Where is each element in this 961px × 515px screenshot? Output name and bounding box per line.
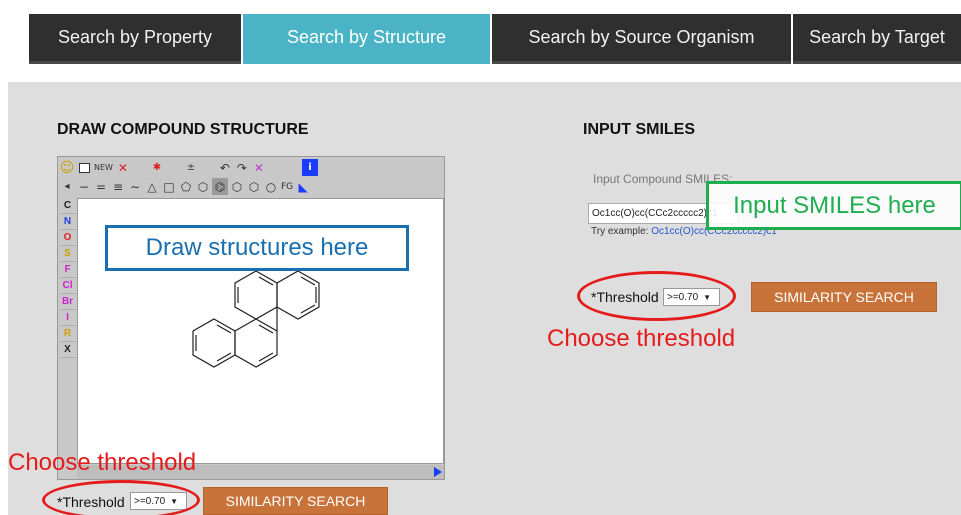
threshold-highlight-ellipse (577, 271, 736, 321)
element-button[interactable]: R (59, 326, 76, 342)
try-example: Try example: Oc1cc(O)cc(CCc2ccccc2)c1 (591, 226, 777, 237)
tab-search-by-target[interactable]: Search by Target (793, 14, 961, 64)
structure-editor: ☺ NEW ✕ ✱ ± ↶ ↷ ✕ i ◂ − = ≡ ∼ △ □ ⬠ ⬡ ⌬ (57, 156, 445, 480)
element-button[interactable]: Br (59, 294, 76, 310)
clear-icon[interactable]: ✕ (253, 160, 264, 175)
select-box-icon[interactable] (76, 159, 92, 176)
input-smiles-heading: INPUT SMILES (583, 121, 696, 138)
delete-r-group-icon[interactable]: ✱ (152, 162, 162, 173)
search-tabs: Search by Property Search by Structure S… (29, 14, 961, 64)
draw-structures-annotation: Draw structures here (105, 225, 409, 271)
smiles-input-label: Input Compound SMILES: (593, 172, 733, 186)
benzene-ring-icon[interactable]: ⌬ (212, 178, 228, 195)
info-icon[interactable]: i (301, 159, 318, 176)
chain-icon[interactable]: ∼ (129, 179, 141, 194)
element-button[interactable]: O (59, 230, 76, 246)
template-icon[interactable]: ◣ (298, 179, 308, 194)
charge-icon[interactable]: ± (186, 162, 196, 173)
element-button[interactable]: X (59, 342, 76, 358)
choose-threshold-annotation-right: Choose threshold (547, 325, 736, 352)
spacer-icon (268, 159, 284, 176)
element-button[interactable]: I (59, 310, 76, 326)
editor-toolbar-bonds: ◂ − = ≡ ∼ △ □ ⬠ ⬡ ⌬ ⬡ ⬡ ○ FG ◣ (59, 177, 311, 196)
try-example-label: Try example: (591, 226, 649, 237)
undo-icon[interactable]: ↶ (219, 160, 230, 175)
delete-icon[interactable]: ✕ (117, 160, 128, 175)
redo-icon[interactable]: ↷ (236, 160, 247, 175)
square-ring-icon[interactable]: □ (163, 179, 175, 194)
heptagon-ring-icon[interactable]: ⬡ (231, 179, 243, 194)
spacer-icon (285, 159, 301, 176)
chrysene-structure (192, 270, 320, 368)
editor-toolbar-top: ☺ NEW ✕ ✱ ± ↶ ↷ ✕ i (59, 158, 318, 177)
input-smiles-annotation: Input SMILES here (706, 181, 961, 230)
spacer-icon (132, 159, 148, 176)
try-example-link[interactable]: Oc1cc(O)cc(CCc2ccccc2)c1 (651, 226, 777, 237)
scroll-right-icon[interactable] (434, 467, 442, 477)
draw-similarity-search-button[interactable]: SIMILARITY SEARCH (203, 487, 388, 515)
choose-threshold-annotation-left: Choose threshold (8, 449, 197, 476)
element-button[interactable]: Cl (59, 278, 76, 294)
pentagon-ring-icon[interactable]: ⬠ (180, 179, 192, 194)
triangle-ring-icon[interactable]: △ (147, 179, 157, 194)
tab-search-by-source-organism[interactable]: Search by Source Organism (492, 14, 791, 64)
functional-group-button[interactable]: FG (281, 181, 294, 192)
element-button[interactable]: S (59, 246, 76, 262)
element-toolbar: C N O S F Cl Br I R X (59, 198, 76, 358)
hexagon-ring-icon[interactable]: ⬡ (197, 179, 209, 194)
element-button[interactable]: C (59, 198, 76, 214)
canvas-horizontal-scrollbar[interactable] (77, 465, 444, 479)
ring-icon[interactable]: ○ (265, 179, 277, 194)
smiley-icon[interactable]: ☺ (59, 159, 75, 176)
element-button[interactable]: N (59, 214, 76, 230)
wedge-bond-icon[interactable]: ◂ (64, 181, 70, 192)
octagon-ring-icon[interactable]: ⬡ (248, 179, 260, 194)
smiles-input[interactable]: Oc1cc(O)cc(CCc2ccccc2)c1 (588, 203, 738, 224)
single-bond-icon[interactable]: − (78, 179, 90, 194)
spacer-icon (200, 159, 216, 176)
tab-search-by-property[interactable]: Search by Property (29, 14, 241, 64)
smiles-similarity-search-button[interactable]: SIMILARITY SEARCH (751, 282, 937, 312)
element-button[interactable]: F (59, 262, 76, 278)
double-bond-icon[interactable]: = (95, 179, 107, 194)
threshold-highlight-ellipse (42, 480, 200, 515)
draw-compound-heading: DRAW COMPOUND STRUCTURE (57, 121, 309, 138)
triple-bond-icon[interactable]: ≡ (112, 179, 124, 194)
new-button[interactable]: NEW (94, 163, 113, 172)
tab-search-by-structure[interactable]: Search by Structure (243, 14, 490, 64)
spacer-icon (166, 159, 182, 176)
